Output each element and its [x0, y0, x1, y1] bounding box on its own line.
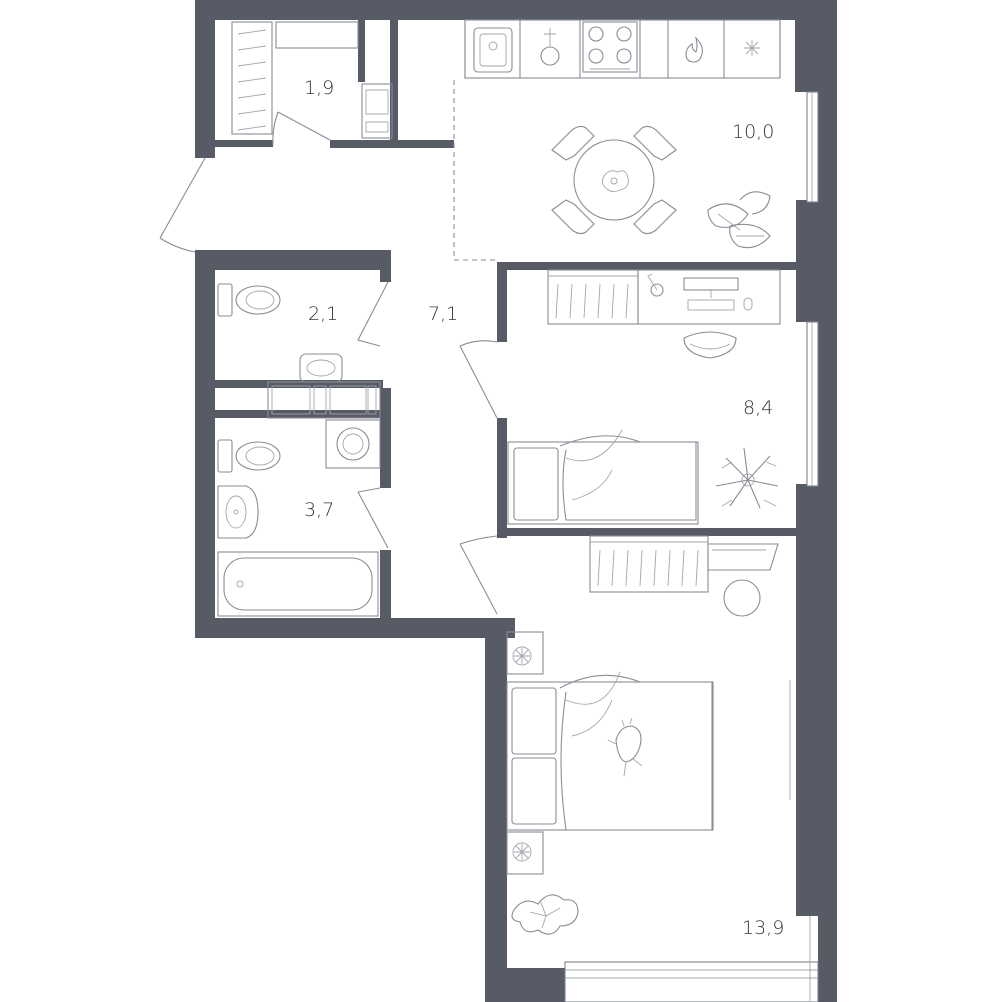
bed-icon [506, 671, 714, 831]
wardrobe-icon [589, 535, 709, 593]
plant-icon [511, 894, 579, 935]
bathroom-area-label: 3,7 [304, 499, 334, 521]
stove-icon [582, 21, 638, 73]
flame-icon [685, 36, 703, 63]
wardrobe-icon [547, 269, 639, 325]
faucet-icon [540, 28, 560, 66]
chair-icon [683, 331, 737, 359]
snowflake-icon [744, 40, 760, 56]
toilet-icon [217, 439, 281, 473]
small-bedroom-area-label: 8,4 [743, 397, 773, 419]
desk-icon [637, 269, 781, 325]
doors [159, 111, 498, 615]
bathtub-icon [217, 551, 379, 617]
washbasin-icon [217, 485, 259, 539]
large-bedroom-area-label: 13,9 [742, 917, 784, 939]
washing-machine-icon [325, 419, 381, 469]
nightstand-icon [506, 831, 544, 875]
windows [564, 91, 819, 1002]
kitchen-counter [464, 19, 781, 79]
hall-area-label: 7,1 [428, 303, 458, 325]
dining-table-icon [551, 125, 677, 235]
cabinet-row [267, 381, 381, 419]
kitchen-area-label: 10,0 [732, 121, 774, 143]
desk-icon [707, 543, 779, 571]
storage-area-label: 1,9 [304, 77, 334, 99]
wc-area-label: 2,1 [308, 303, 338, 325]
nightstand-icon [506, 631, 544, 675]
chair-icon [723, 579, 761, 617]
toilet-icon [217, 283, 281, 317]
computer-icon [683, 277, 753, 311]
sink-icon [473, 27, 513, 73]
cat-icon [607, 717, 643, 777]
wardrobe-icon [231, 21, 359, 135]
plant-icon [707, 191, 771, 249]
water-heater-icon [361, 83, 393, 139]
bed-icon [507, 429, 699, 525]
plant-icon [715, 447, 779, 509]
washbasin-icon [299, 353, 343, 383]
lamp-icon [647, 273, 664, 297]
